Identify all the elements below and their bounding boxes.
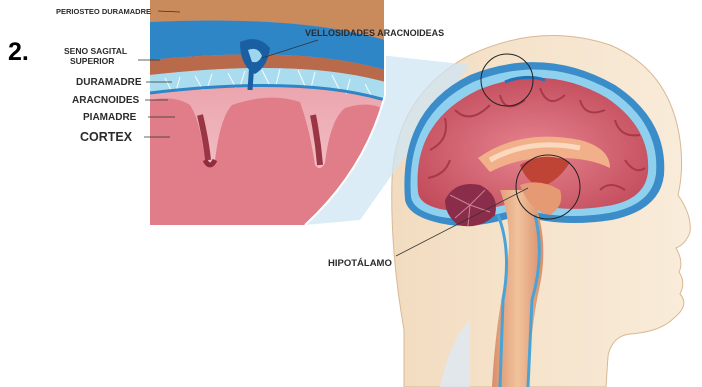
label-cortex: CORTEX [80,130,133,144]
label-periosteo-duramadre: PERIOSTEO DURAMADRE [56,7,151,16]
label-vellosidades-aracnoideas: VELLOSIDADES ARACNOIDEAS [305,28,444,38]
step-number: 2. [8,38,29,66]
label-duramadre: DURAMADRE [76,77,142,88]
label-hipotalamo: HIPOTÁLAMO [328,258,392,269]
label-seno-sagital-line2: SUPERIOR [70,56,114,66]
label-piamadre: PIAMADRE [83,112,137,123]
label-aracnoides: ARACNOIDES [72,95,140,106]
label-seno-sagital-line1: SENO SAGITAL [64,46,127,56]
